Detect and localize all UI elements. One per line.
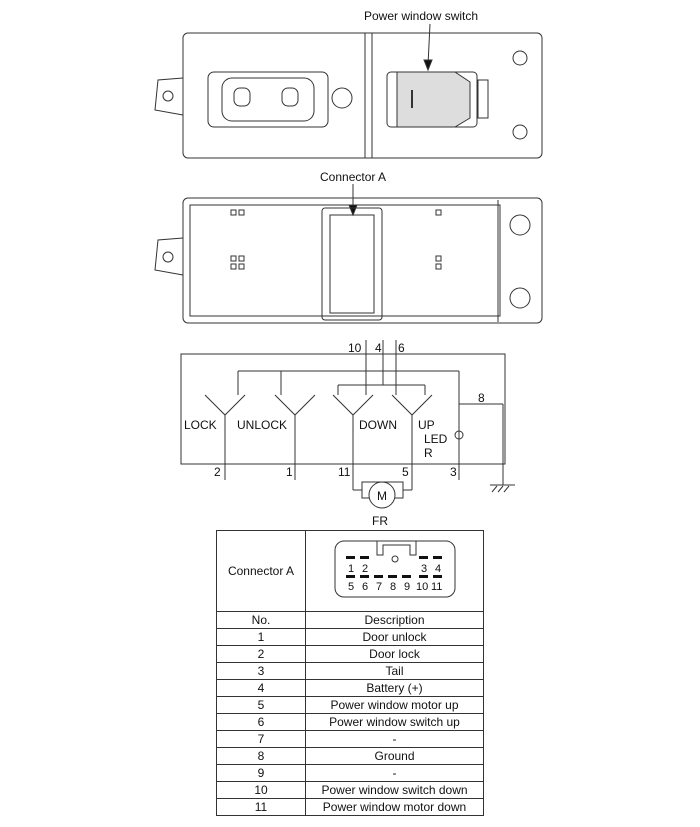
connector-a-label: Connector A	[320, 170, 386, 184]
face-pin-3: 3	[421, 563, 427, 575]
connector-pin-table: Connector A 1 2 3 4 5 6	[216, 530, 484, 816]
pin-description-cell: Power window switch up	[305, 713, 484, 731]
resistor-label: R	[424, 446, 433, 460]
pin-2-label: 2	[214, 465, 221, 479]
power-window-switch-label: Power window switch	[364, 9, 478, 23]
face-pin-4: 4	[435, 563, 441, 575]
table-row: 9-	[216, 764, 484, 782]
face-pin-1: 1	[348, 563, 354, 575]
schematic: 10 4 6 8 LOCK UNLOCK DOWN UP LED R 2 1 1…	[180, 340, 515, 528]
pin-description-cell: Door lock	[305, 645, 484, 663]
switch-unlock-label: UNLOCK	[237, 418, 287, 432]
pin-number-cell: 1	[216, 628, 306, 646]
pin-number-cell: 4	[216, 679, 306, 697]
face-pin-10: 10	[416, 581, 428, 593]
pin-description-cell: -	[305, 730, 484, 748]
switch-down-label: DOWN	[359, 418, 397, 432]
pin-10-label: 10	[348, 341, 362, 355]
table-header: No. Description	[216, 611, 484, 629]
pin-description-cell: Power window motor down	[305, 798, 484, 816]
face-pin-7: 7	[376, 581, 382, 593]
face-pin-5: 5	[348, 581, 354, 593]
switch-up-label: UP	[418, 418, 435, 432]
pin-description-cell: Door unlock	[305, 628, 484, 646]
pin-number-cell: 2	[216, 645, 306, 663]
pin-3-label: 3	[450, 465, 457, 479]
face-pin-6: 6	[362, 581, 368, 593]
pin-number-cell: 5	[216, 696, 306, 714]
pin-number-cell: 9	[216, 764, 306, 782]
face-pin-9: 9	[404, 581, 410, 593]
pin-1-label: 1	[286, 465, 293, 479]
led-label: LED	[424, 432, 448, 446]
pin-8-label: 8	[478, 391, 485, 405]
pin-number-cell: 10	[216, 781, 306, 799]
pin-number-cell: 3	[216, 662, 306, 680]
pin-6-label: 6	[398, 341, 405, 355]
table-row: 7-	[216, 730, 484, 748]
pin-number-cell: 7	[216, 730, 306, 748]
connector-face: 1 2 3 4 5 6 7 8 9 10 11	[305, 530, 484, 612]
switch-diagram: Power window switch Connector A	[154, 9, 543, 528]
motor-fr-label: FR	[372, 514, 388, 528]
pin-4-label: 4	[375, 341, 382, 355]
face-pin-2: 2	[362, 563, 368, 575]
connector-row: Connector A 1 2 3 4 5 6	[216, 530, 484, 612]
pin-description-cell: -	[305, 764, 484, 782]
switch-top-view: Power window switch	[154, 9, 543, 159]
pin-description-cell: Battery (+)	[305, 679, 484, 697]
pin-number-cell: 6	[216, 713, 306, 731]
switch-bottom-view: Connector A	[154, 170, 543, 324]
pin-description-cell: Power window switch down	[305, 781, 484, 799]
connector-label: Connector A	[216, 530, 306, 612]
pin-11-label: 11	[338, 465, 351, 479]
face-pin-11: 11	[431, 581, 442, 593]
pin-number-cell: 11	[216, 798, 306, 816]
pin-description-cell: Power window motor up	[305, 696, 484, 714]
motor-symbol-label: M	[377, 489, 387, 503]
pin-number-cell: 8	[216, 747, 306, 765]
header-description: Description	[305, 611, 484, 629]
pin-description-cell: Tail	[305, 662, 484, 680]
pin-description-cell: Ground	[305, 747, 484, 765]
pin-5-label: 5	[402, 465, 409, 479]
switch-lock-label: LOCK	[184, 418, 217, 432]
face-pin-8: 8	[390, 581, 396, 593]
connector-face-drawing: 1 2 3 4 5 6 7 8 9 10 11	[334, 540, 455, 598]
header-no: No.	[216, 611, 306, 629]
